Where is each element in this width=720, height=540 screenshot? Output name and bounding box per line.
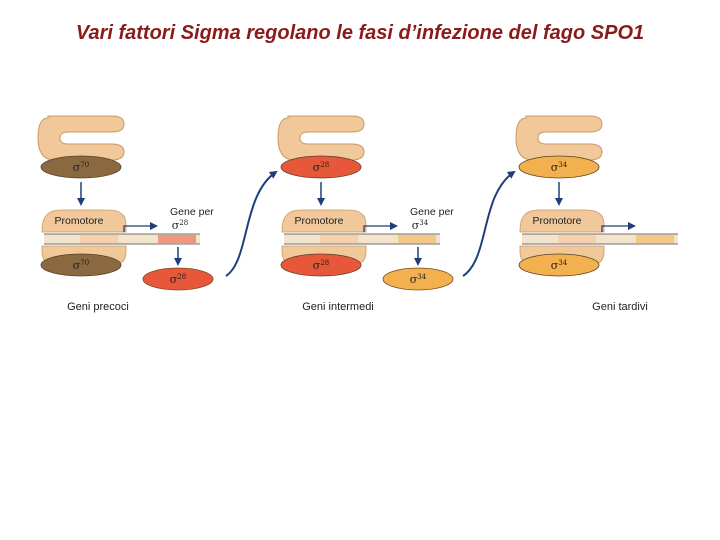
transcription-start-arrow [601, 222, 636, 232]
promoter-region [558, 235, 596, 243]
sigma-product-label-value: 34 [417, 273, 426, 281]
stage-caption: Geni tardivi [592, 301, 648, 313]
gene-sigma-label-value: 34 [419, 219, 428, 227]
sigma-bound-label-symbol: σ [73, 259, 81, 272]
gene-region [636, 235, 674, 243]
transcription-start-arrow [363, 222, 398, 232]
gene-label: Gene per [170, 206, 214, 218]
sigma-bound-label-value: 34 [558, 259, 567, 267]
rna-polymerase-core-top [277, 115, 365, 161]
sigma-factor-product [382, 267, 454, 291]
dna-strand [44, 234, 200, 244]
sigma-bound-label-symbol: σ [313, 259, 321, 272]
bound-polymerase-upper [519, 209, 605, 233]
sigma-product-label: σ28 [170, 273, 186, 286]
gene-label: Gene per [410, 206, 454, 218]
gene-sigma-label: σ34 [412, 219, 429, 232]
sigma-top-label-symbol: σ [73, 161, 81, 174]
rna-polymerase-core-top [37, 115, 125, 161]
promoter-label: Promotore [532, 215, 581, 227]
sigma-top-label: σ28 [313, 161, 329, 174]
sigma-bound-label-symbol: σ [551, 259, 559, 272]
bound-polymerase-upper [281, 209, 367, 233]
sigma-top-label-symbol: σ [313, 161, 321, 174]
bound-polymerase-upper [41, 209, 127, 233]
sigma-factor-product [142, 267, 214, 291]
gene-sigma-label: σ28 [172, 219, 188, 232]
dna-strand [284, 234, 440, 244]
gene-sigma-label-value: 28 [179, 219, 188, 227]
sigma-factor-bound [40, 253, 122, 277]
sigma-bound-label: σ70 [73, 259, 89, 272]
sigma-factor-top [518, 155, 600, 179]
promoter-label: Promotore [54, 215, 103, 227]
sigma-factor-top [280, 155, 362, 179]
gene-sigma-label-symbol: σ [172, 219, 180, 232]
promoter-region [80, 235, 118, 243]
slide-title: Vari fattori Sigma regolano le fasi d’in… [75, 22, 645, 44]
gene-region [398, 235, 436, 243]
stage-caption: Geni precoci [67, 301, 129, 313]
dna-strand [522, 234, 678, 244]
sigma-bound-label: σ28 [313, 259, 329, 272]
transition-arrow-intermediate-to-late [462, 170, 516, 277]
sigma-factor-bound [518, 253, 600, 277]
promoter-region [320, 235, 358, 243]
promoter-label: Promotore [294, 215, 343, 227]
sigma-bound-label-value: 28 [320, 259, 329, 267]
sigma-product-label-value: 28 [177, 273, 186, 281]
sigma-factor-top [40, 155, 122, 179]
sigma-product-label: σ34 [410, 273, 427, 286]
sigma-top-label: σ34 [551, 161, 568, 174]
sigma-bound-label-value: 70 [80, 259, 89, 267]
sigma-top-label-value: 70 [80, 161, 89, 169]
transcription-start-arrow [123, 222, 158, 232]
sigma-bound-label: σ34 [551, 259, 568, 272]
sigma-factor-bound [280, 253, 362, 277]
gene-sigma-label-symbol: σ [412, 219, 420, 232]
sigma-top-label-value: 28 [320, 161, 329, 169]
sigma-top-label-value: 34 [558, 161, 567, 169]
sigma-product-label-symbol: σ [170, 273, 178, 286]
sigma-top-label-symbol: σ [551, 161, 559, 174]
sigma-top-label: σ70 [73, 161, 89, 174]
rna-polymerase-core-top [515, 115, 603, 161]
stage-caption: Geni intermedi [302, 301, 374, 313]
transition-arrow-early-to-intermediate [225, 170, 278, 277]
sigma-product-label-symbol: σ [410, 273, 418, 286]
gene-region [158, 235, 196, 243]
